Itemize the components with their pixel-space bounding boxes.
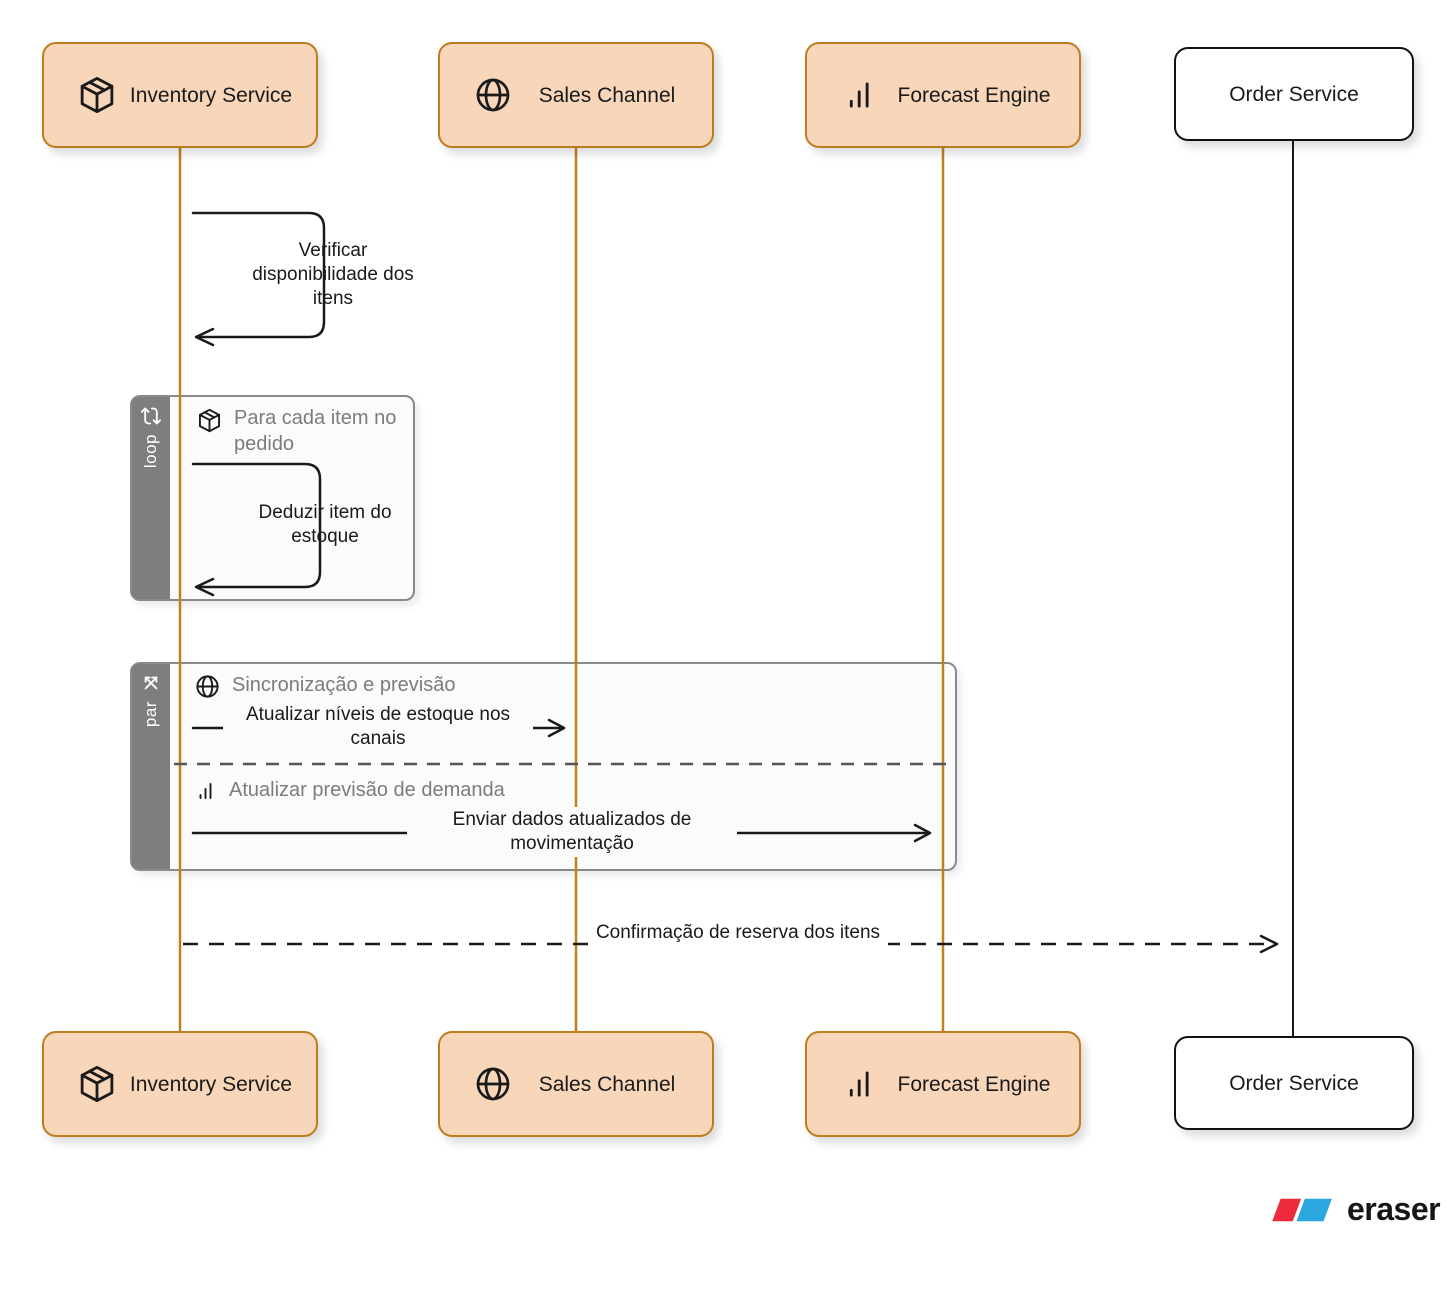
par-fragment-label: par: [141, 701, 160, 728]
eraser-logo-mark: [1272, 1198, 1332, 1221]
actor-label: Order Service: [1229, 1071, 1359, 1095]
actor-inventory-service-top: Inventory Service: [42, 42, 318, 148]
actor-order-service-top: Order Service: [1174, 47, 1414, 141]
bar-chart-icon: [837, 1061, 883, 1107]
message-send-movement-data-label: Enviar dados atualizados de movimentação: [407, 807, 737, 857]
self-message-check-availability-label: Verificar disponibilidade dos itens: [252, 240, 414, 309]
par-fragment-title: Sincronização e previsão: [232, 674, 456, 696]
globe-icon: [196, 675, 219, 698]
package-icon: [198, 408, 221, 433]
message-update-stock-levels-label: Atualizar níveis de estoque nos canais: [223, 702, 533, 752]
actor-label: Sales Channel: [538, 83, 676, 107]
self-message-deduct-item-label: Deduzir item do estoque: [258, 502, 392, 547]
globe-icon: [470, 1061, 516, 1107]
bar-chart-icon: [199, 783, 212, 799]
actor-forecast-engine-top: Forecast Engine: [805, 42, 1081, 148]
actor-label: Inventory Service: [129, 1072, 293, 1096]
actor-label: Forecast Engine: [897, 83, 1051, 107]
message-reservation-confirmation-label: Confirmação de reserva dos itens: [588, 920, 888, 946]
eraser-logo[interactable]: eraser: [1270, 1191, 1441, 1228]
repeat-icon: [141, 407, 161, 425]
actor-order-service-bottom: Order Service: [1174, 1036, 1414, 1130]
par-fragment-header: Sincronização e previsão: [194, 672, 455, 700]
package-icon: [74, 72, 120, 118]
actor-forecast-engine-bottom: Forecast Engine: [805, 1031, 1081, 1137]
eraser-logo-text: eraser: [1347, 1191, 1441, 1227]
loop-fragment-title: Para cada item no pedido: [234, 407, 397, 455]
actor-sales-channel-bottom: Sales Channel: [438, 1031, 714, 1137]
package-icon: [74, 1061, 120, 1107]
actor-label: Forecast Engine: [897, 1072, 1051, 1096]
par-section2-title: Atualizar previsão de demanda: [229, 779, 505, 801]
loop-fragment-label: loop: [141, 434, 160, 469]
actor-sales-channel-top: Sales Channel: [438, 42, 714, 148]
loop-fragment-tab: loop: [132, 397, 170, 599]
shuffle-icon: [144, 676, 158, 690]
loop-fragment: loop Para cada item no pedido: [130, 395, 415, 601]
actor-label: Order Service: [1229, 82, 1359, 106]
actor-label: Sales Channel: [538, 1072, 676, 1096]
par-fragment-tab: par: [132, 664, 170, 869]
bar-chart-icon: [837, 72, 883, 118]
par-section2-header: Atualizar previsão de demanda: [194, 777, 505, 803]
loop-fragment-header: Para cada item no pedido: [196, 405, 420, 457]
actor-label: Inventory Service: [129, 83, 293, 107]
globe-icon: [470, 72, 516, 118]
actor-inventory-service-bottom: Inventory Service: [42, 1031, 318, 1137]
